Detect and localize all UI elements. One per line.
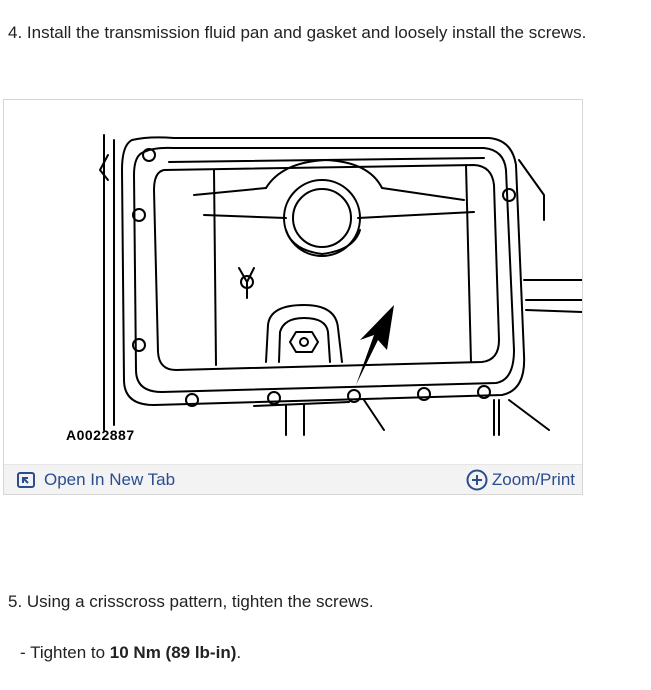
figure-toolbar: Open In New Tab Zoom/Print bbox=[4, 464, 582, 494]
torque-value: 10 Nm (89 lb-in) bbox=[109, 643, 237, 662]
open-in-new-tab-label: Open In New Tab bbox=[44, 470, 176, 489]
transmission-pan-illustration: A0022887 bbox=[4, 100, 582, 464]
illustration-id-label: A0022887 bbox=[66, 427, 135, 443]
torque-suffix: . bbox=[236, 643, 242, 662]
step-5-instruction: 5. Using a crisscross pattern, tighten t… bbox=[8, 592, 374, 611]
torque-prefix: - Tighten to bbox=[20, 643, 110, 662]
illustration-drawing: A0022887 bbox=[66, 134, 582, 443]
figure-card: A0022887 Open In New Tab Zoom/Print bbox=[3, 99, 583, 495]
open-in-new-tab-icon bbox=[16, 470, 36, 490]
open-in-new-tab-button[interactable]: Open In New Tab bbox=[16, 469, 175, 491]
step-4-instruction: 4. Install the transmission fluid pan an… bbox=[8, 23, 587, 42]
zoom-print-label: Zoom/Print bbox=[491, 470, 575, 489]
plus-circle-icon bbox=[466, 469, 488, 491]
zoom-print-button[interactable]: Zoom/Print bbox=[466, 469, 575, 491]
torque-specification: - Tighten to 10 Nm (89 lb-in). bbox=[20, 642, 241, 664]
